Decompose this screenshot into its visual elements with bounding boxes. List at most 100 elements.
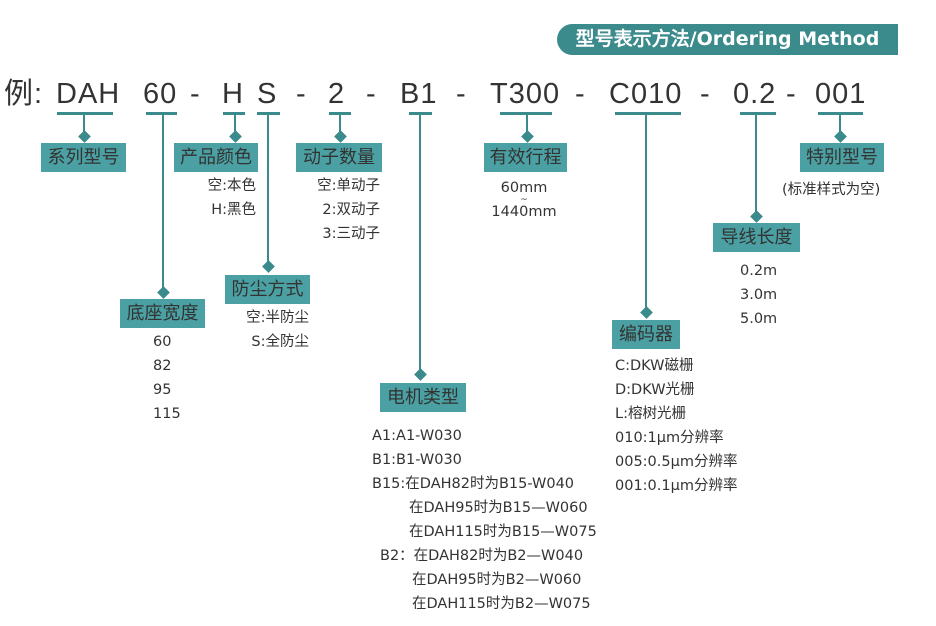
- option: 005:0.5μm分辨率: [615, 454, 738, 470]
- movers-options: 空:单动子 2:双动子 3:三动子: [298, 174, 380, 246]
- stroke-options: 60mm ~ 1440mm: [484, 180, 564, 220]
- diamond-marker: [262, 260, 275, 273]
- option: 在DAH95时为B2—W060: [412, 572, 582, 588]
- code-cable: 0.2: [733, 78, 777, 110]
- underline: [146, 112, 177, 115]
- code-color: H: [222, 78, 244, 110]
- code-base-width: 60: [143, 78, 178, 110]
- option: B2：在DAH82时为B2—W040: [380, 548, 584, 564]
- option: 010:1μm分辨率: [615, 430, 724, 446]
- option: D:DKW光栅: [615, 382, 695, 398]
- option: 1440mm: [491, 204, 557, 220]
- code-stroke: T300: [490, 78, 561, 110]
- option: 001:0.1μm分辨率: [615, 478, 738, 494]
- diamond-marker: [750, 210, 763, 223]
- label-base-width: 底座宽度: [120, 299, 205, 328]
- label-special: 特别型号: [800, 143, 884, 172]
- connector-line: [83, 114, 85, 138]
- underline: [257, 112, 280, 115]
- encoder-options: C:DKW磁栅 D:DKW光栅 L:榕树光栅 010:1μm分辨率 005:0.…: [615, 354, 737, 498]
- code-motor: B1: [400, 78, 438, 110]
- connector-line: [755, 114, 757, 216]
- example-prefix: 例:: [4, 78, 44, 110]
- option: 空:半防尘: [246, 310, 309, 326]
- diamond-marker: [78, 130, 91, 143]
- cable-options: 0.2m 3.0m 5.0m: [740, 259, 777, 331]
- label-encoder: 编码器: [612, 320, 680, 349]
- connector-line: [339, 114, 341, 138]
- option: 82: [153, 358, 172, 374]
- option: 0.2m: [740, 263, 778, 279]
- option: 115: [153, 406, 181, 422]
- option: 60: [153, 334, 172, 350]
- option: S:全防尘: [251, 334, 309, 350]
- dust-options: 空:半防尘 S:全防尘: [229, 306, 309, 354]
- option: 在DAH115时为B15—W075: [409, 524, 597, 540]
- option: ~: [520, 195, 528, 205]
- connector-line: [162, 114, 164, 292]
- code-movers: 2: [328, 78, 346, 110]
- diamond-marker: [414, 368, 427, 381]
- option: 在DAH95时为B15—W060: [409, 500, 588, 516]
- diamond-marker: [834, 130, 847, 143]
- label-cable: 导线长度: [713, 223, 800, 252]
- diamond-marker: [640, 306, 653, 319]
- diamond-marker: [157, 286, 170, 299]
- option: 2:双动子: [322, 202, 380, 218]
- label-dust: 防尘方式: [225, 275, 310, 304]
- underline: [818, 112, 863, 115]
- motor-options: A1:A1-W030 B1:B1-W030 B15:在DAH82时为B15-W0…: [372, 424, 597, 616]
- option: B15:在DAH82时为B15-W040: [372, 476, 575, 492]
- underline: [223, 112, 245, 115]
- option: A1:A1-W030: [372, 428, 462, 444]
- label-motor: 电机类型: [380, 383, 466, 412]
- special-options: (标准样式为空): [782, 178, 880, 202]
- underline: [740, 112, 776, 115]
- ordering-method-header: 型号表示方法/Ordering Method: [557, 24, 898, 55]
- separator: -: [575, 78, 586, 110]
- connector-line: [645, 114, 647, 312]
- option: L:榕树光栅: [615, 406, 686, 422]
- connector-line: [267, 114, 269, 266]
- option: H:黑色: [211, 202, 256, 218]
- connector-line: [526, 114, 528, 138]
- underline: [409, 112, 432, 115]
- option: 空:本色: [207, 178, 256, 194]
- separator: -: [366, 78, 377, 110]
- label-series: 系列型号: [41, 143, 126, 172]
- code-dust: S: [257, 78, 278, 110]
- separator: -: [786, 78, 797, 110]
- separator: -: [190, 78, 201, 110]
- label-stroke: 有效行程: [484, 143, 567, 172]
- option: 95: [153, 382, 172, 398]
- option: 3:三动子: [322, 226, 380, 242]
- connector-line: [839, 114, 841, 138]
- separator: -: [296, 78, 307, 110]
- color-options: 空:本色 H:黑色: [193, 174, 256, 222]
- option: 在DAH115时为B2—W075: [412, 596, 591, 612]
- label-movers: 动子数量: [296, 143, 382, 172]
- base-width-options: 60 82 95 115: [153, 330, 181, 426]
- option: (标准样式为空): [782, 182, 881, 198]
- underline: [329, 112, 351, 115]
- separator: -: [700, 78, 711, 110]
- code-series: DAH: [56, 78, 121, 110]
- option: C:DKW磁栅: [615, 358, 694, 374]
- option: 空:单动子: [317, 178, 380, 194]
- diamond-marker: [334, 130, 347, 143]
- diamond-marker: [229, 130, 242, 143]
- option: 5.0m: [740, 311, 778, 327]
- diamond-marker: [521, 130, 534, 143]
- option: 3.0m: [740, 287, 778, 303]
- separator: -: [456, 78, 467, 110]
- underline: [500, 112, 552, 115]
- code-special: 001: [815, 78, 867, 110]
- connector-line: [234, 114, 236, 138]
- option: 60mm: [500, 180, 548, 196]
- label-color: 产品颜色: [174, 143, 258, 172]
- underline: [615, 112, 681, 115]
- code-encoder: C010: [609, 78, 683, 110]
- option: B1:B1-W030: [372, 452, 462, 468]
- underline: [57, 112, 113, 115]
- connector-line: [419, 114, 421, 374]
